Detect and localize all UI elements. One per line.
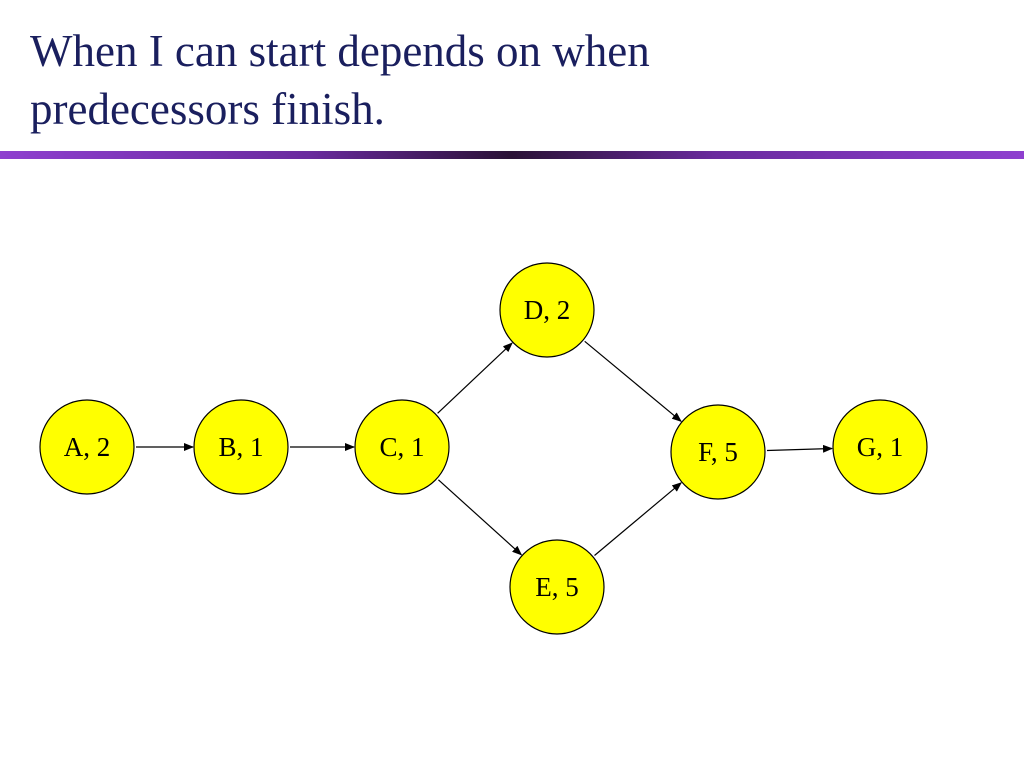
node-b: B, 1 <box>193 399 289 495</box>
node-d: D, 2 <box>499 262 595 358</box>
node-a-label: A, 2 <box>64 432 111 462</box>
slide-title: When I can start depends on when predece… <box>30 22 930 138</box>
node-g: G, 1 <box>832 399 928 495</box>
edge-c-to-e <box>437 479 523 556</box>
node-g-label: G, 1 <box>857 432 904 462</box>
edge-f-to-g <box>766 444 833 453</box>
node-d-label: D, 2 <box>524 295 571 325</box>
node-f: F, 5 <box>670 404 766 500</box>
slide-title-line-2: predecessors finish. <box>30 84 385 134</box>
node-e: E, 5 <box>509 539 605 635</box>
node-c-circle <box>354 399 450 495</box>
slide-title-line-1: When I can start depends on when <box>30 26 650 76</box>
node-g-circle <box>832 399 928 495</box>
node-f-circle <box>670 404 766 500</box>
node-f-label: F, 5 <box>698 437 738 467</box>
node-b-label: B, 1 <box>218 432 263 462</box>
edge-c-to-d <box>437 342 513 414</box>
title-divider <box>0 151 1024 159</box>
node-e-circle <box>509 539 605 635</box>
edge-e-to-f <box>594 482 682 556</box>
node-a: A, 2 <box>39 399 135 495</box>
node-c: C, 1 <box>354 399 450 495</box>
node-a-circle <box>39 399 135 495</box>
node-d-circle <box>499 262 595 358</box>
node-b-circle <box>193 399 289 495</box>
node-c-label: C, 1 <box>379 432 424 462</box>
edge-d-to-f <box>584 340 682 422</box>
edges-layer <box>136 340 833 556</box>
node-e-label: E, 5 <box>535 572 579 602</box>
nodes-layer: A, 2 B, 1 C, 1 D, 2 E, 5 F, 5 G, 1 <box>39 262 928 635</box>
